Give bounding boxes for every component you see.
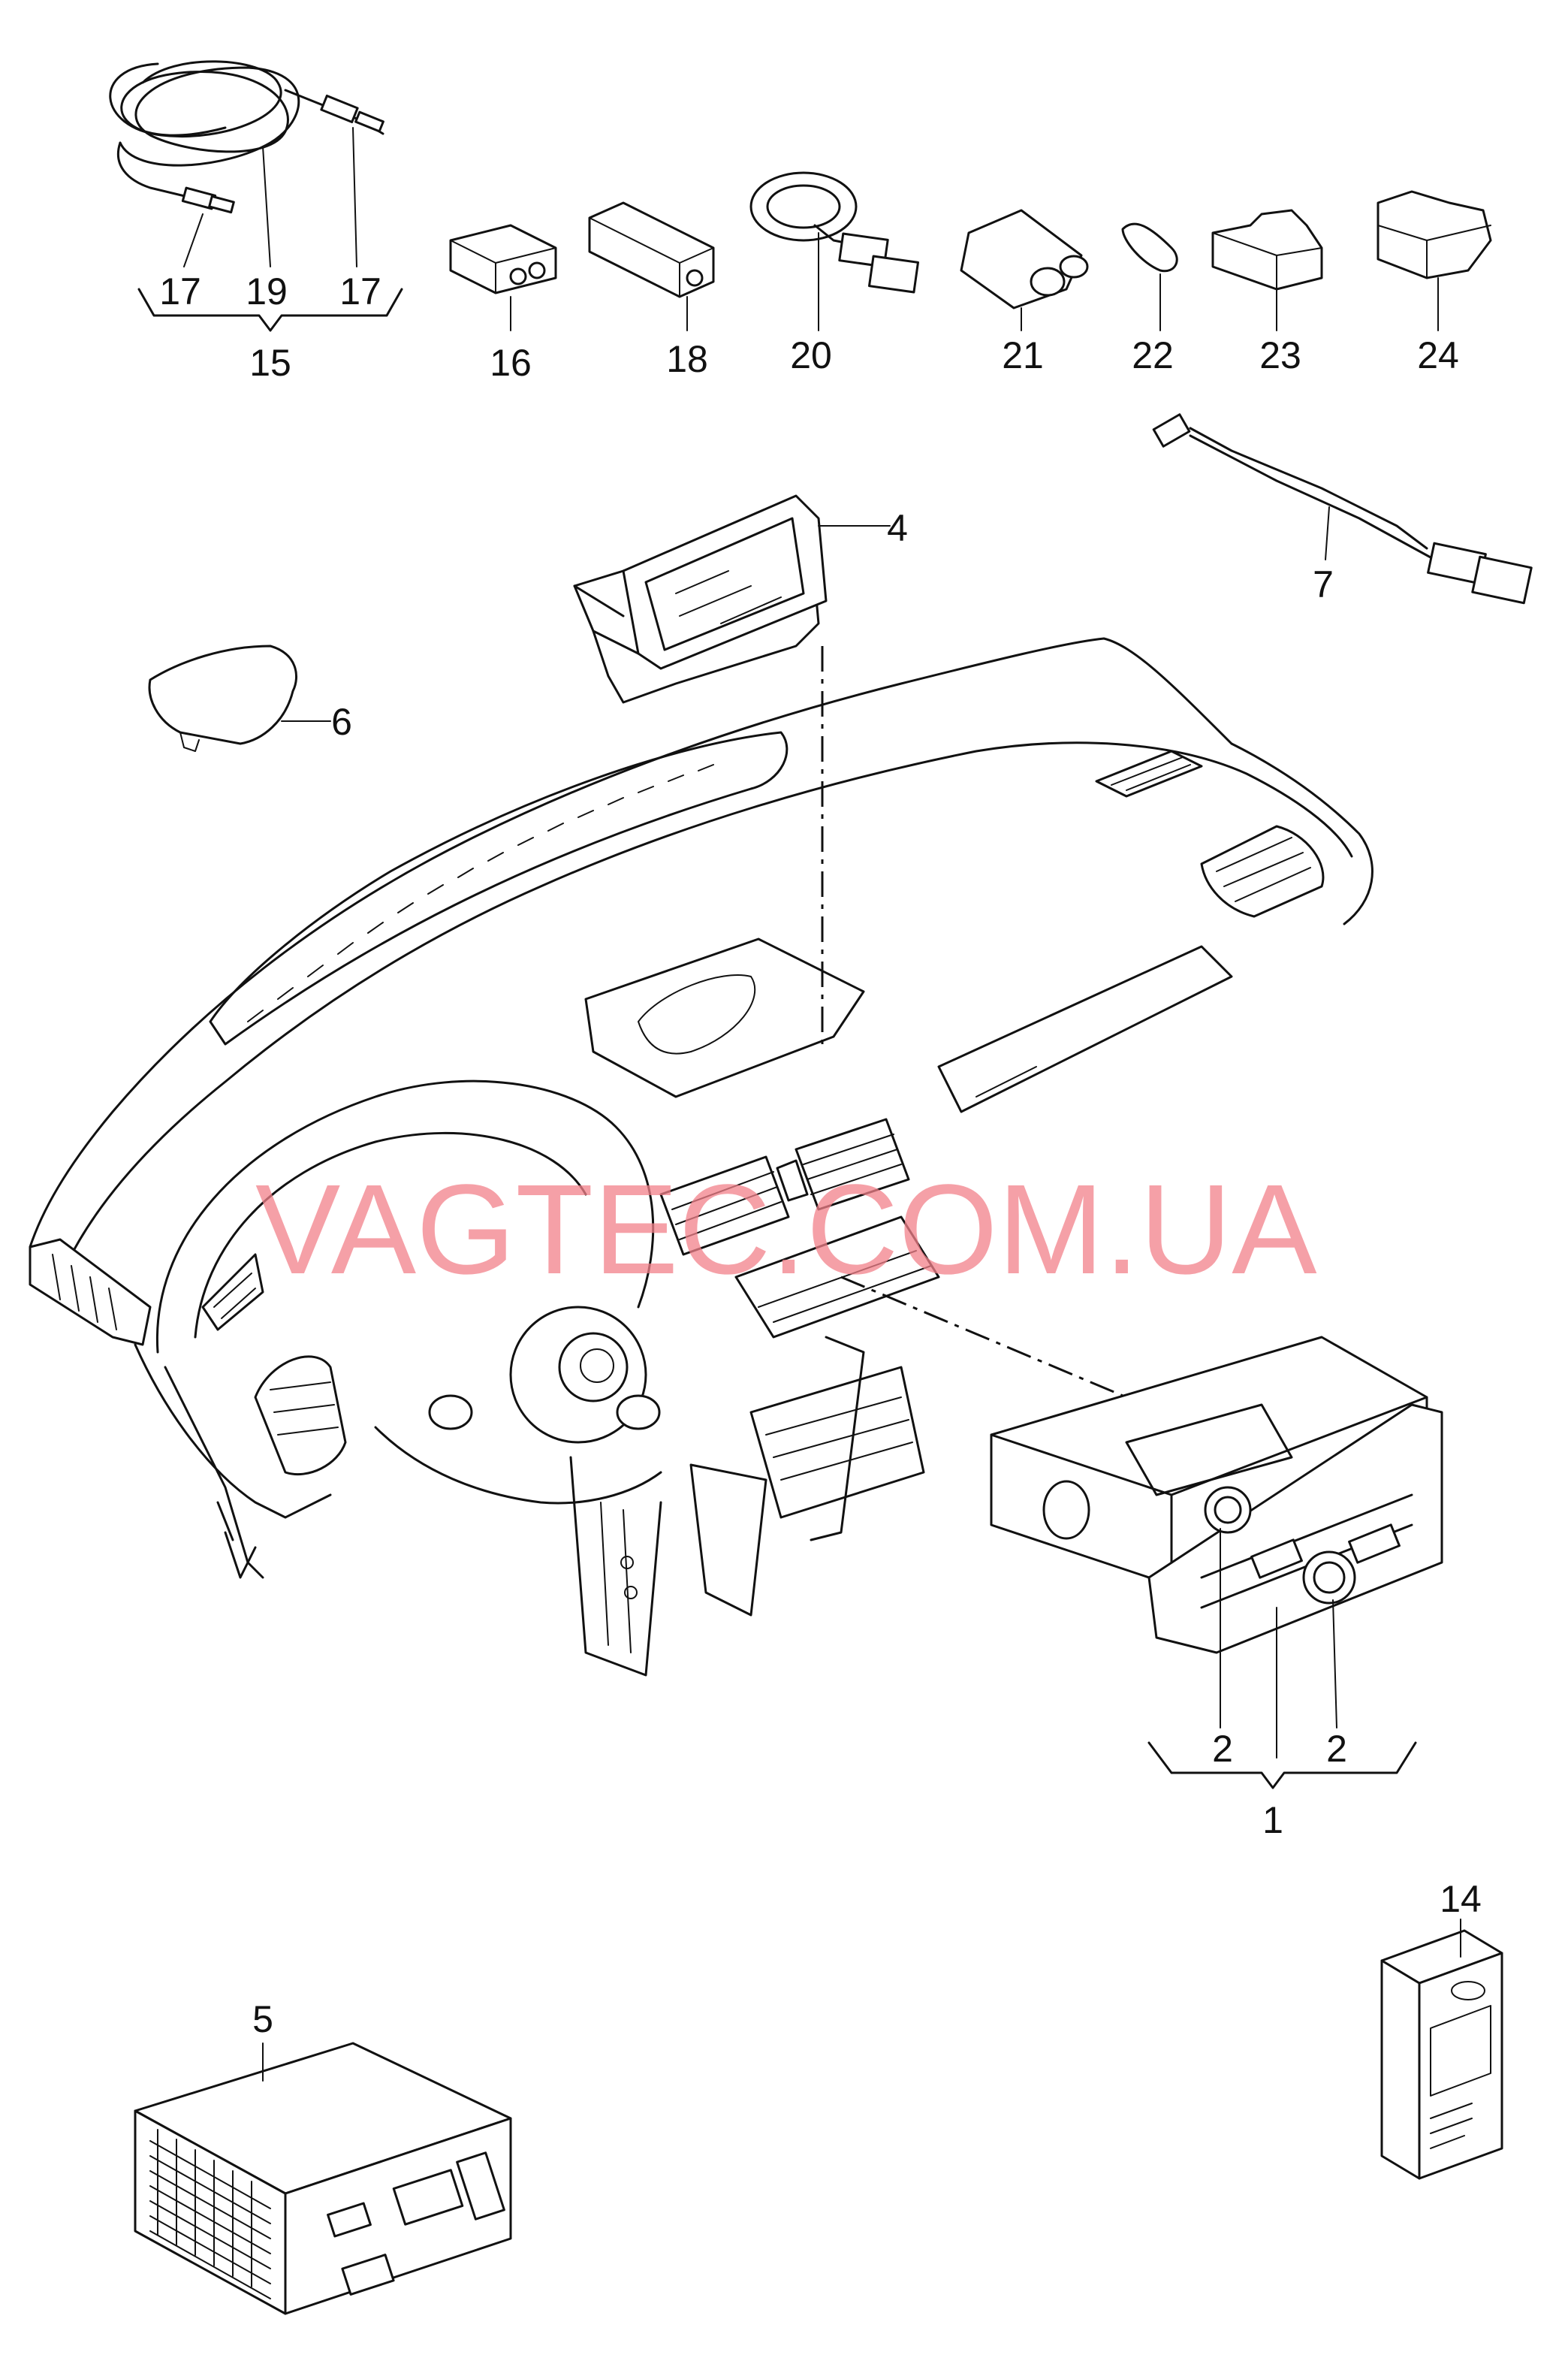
- callout-1: 1: [1262, 1799, 1283, 1841]
- roof-antenna-6: [148, 645, 331, 752]
- callout-20: 20: [790, 334, 832, 376]
- display-4: [573, 494, 891, 1044]
- callout-23: 23: [1259, 334, 1301, 376]
- connector-16: [449, 224, 557, 331]
- dashboard-assembly: [29, 637, 1374, 1677]
- antenna-ring-20: [749, 171, 919, 331]
- cap-22: [1121, 222, 1178, 331]
- callout-17-left: 17: [159, 270, 201, 312]
- cable-7: [1152, 413, 1533, 605]
- manual-14: [1380, 1919, 1503, 2180]
- callout-14: 14: [1440, 1878, 1482, 1920]
- module-grille: [149, 2129, 271, 2299]
- sleeve-21: [960, 209, 1089, 331]
- watermark-text: VAGTEC.COM.UA: [255, 1158, 1317, 1301]
- callout-21: 21: [1002, 334, 1044, 376]
- control-module-5: [134, 2042, 512, 2315]
- callout-7: 7: [1313, 563, 1334, 605]
- coiled-antenna-cable: [109, 60, 403, 332]
- callout-2-left: 2: [1212, 1728, 1233, 1770]
- callout-4: 4: [887, 507, 908, 549]
- callout-2-right: 2: [1326, 1728, 1347, 1770]
- housing-18: [588, 201, 715, 331]
- callout-24: 24: [1417, 334, 1459, 376]
- callout-22: 22: [1132, 334, 1174, 376]
- cover-23: [1211, 209, 1323, 331]
- callout-5: 5: [252, 1998, 273, 2040]
- callout-17-right: 17: [339, 270, 381, 312]
- callout-6: 6: [331, 701, 352, 743]
- callout-18: 18: [666, 338, 708, 380]
- radio-unit-1: [840, 1276, 1443, 1789]
- holder-24: [1377, 190, 1492, 331]
- callout-15: 15: [249, 342, 291, 384]
- callout-16: 16: [490, 342, 532, 384]
- callout-19: 19: [246, 270, 288, 312]
